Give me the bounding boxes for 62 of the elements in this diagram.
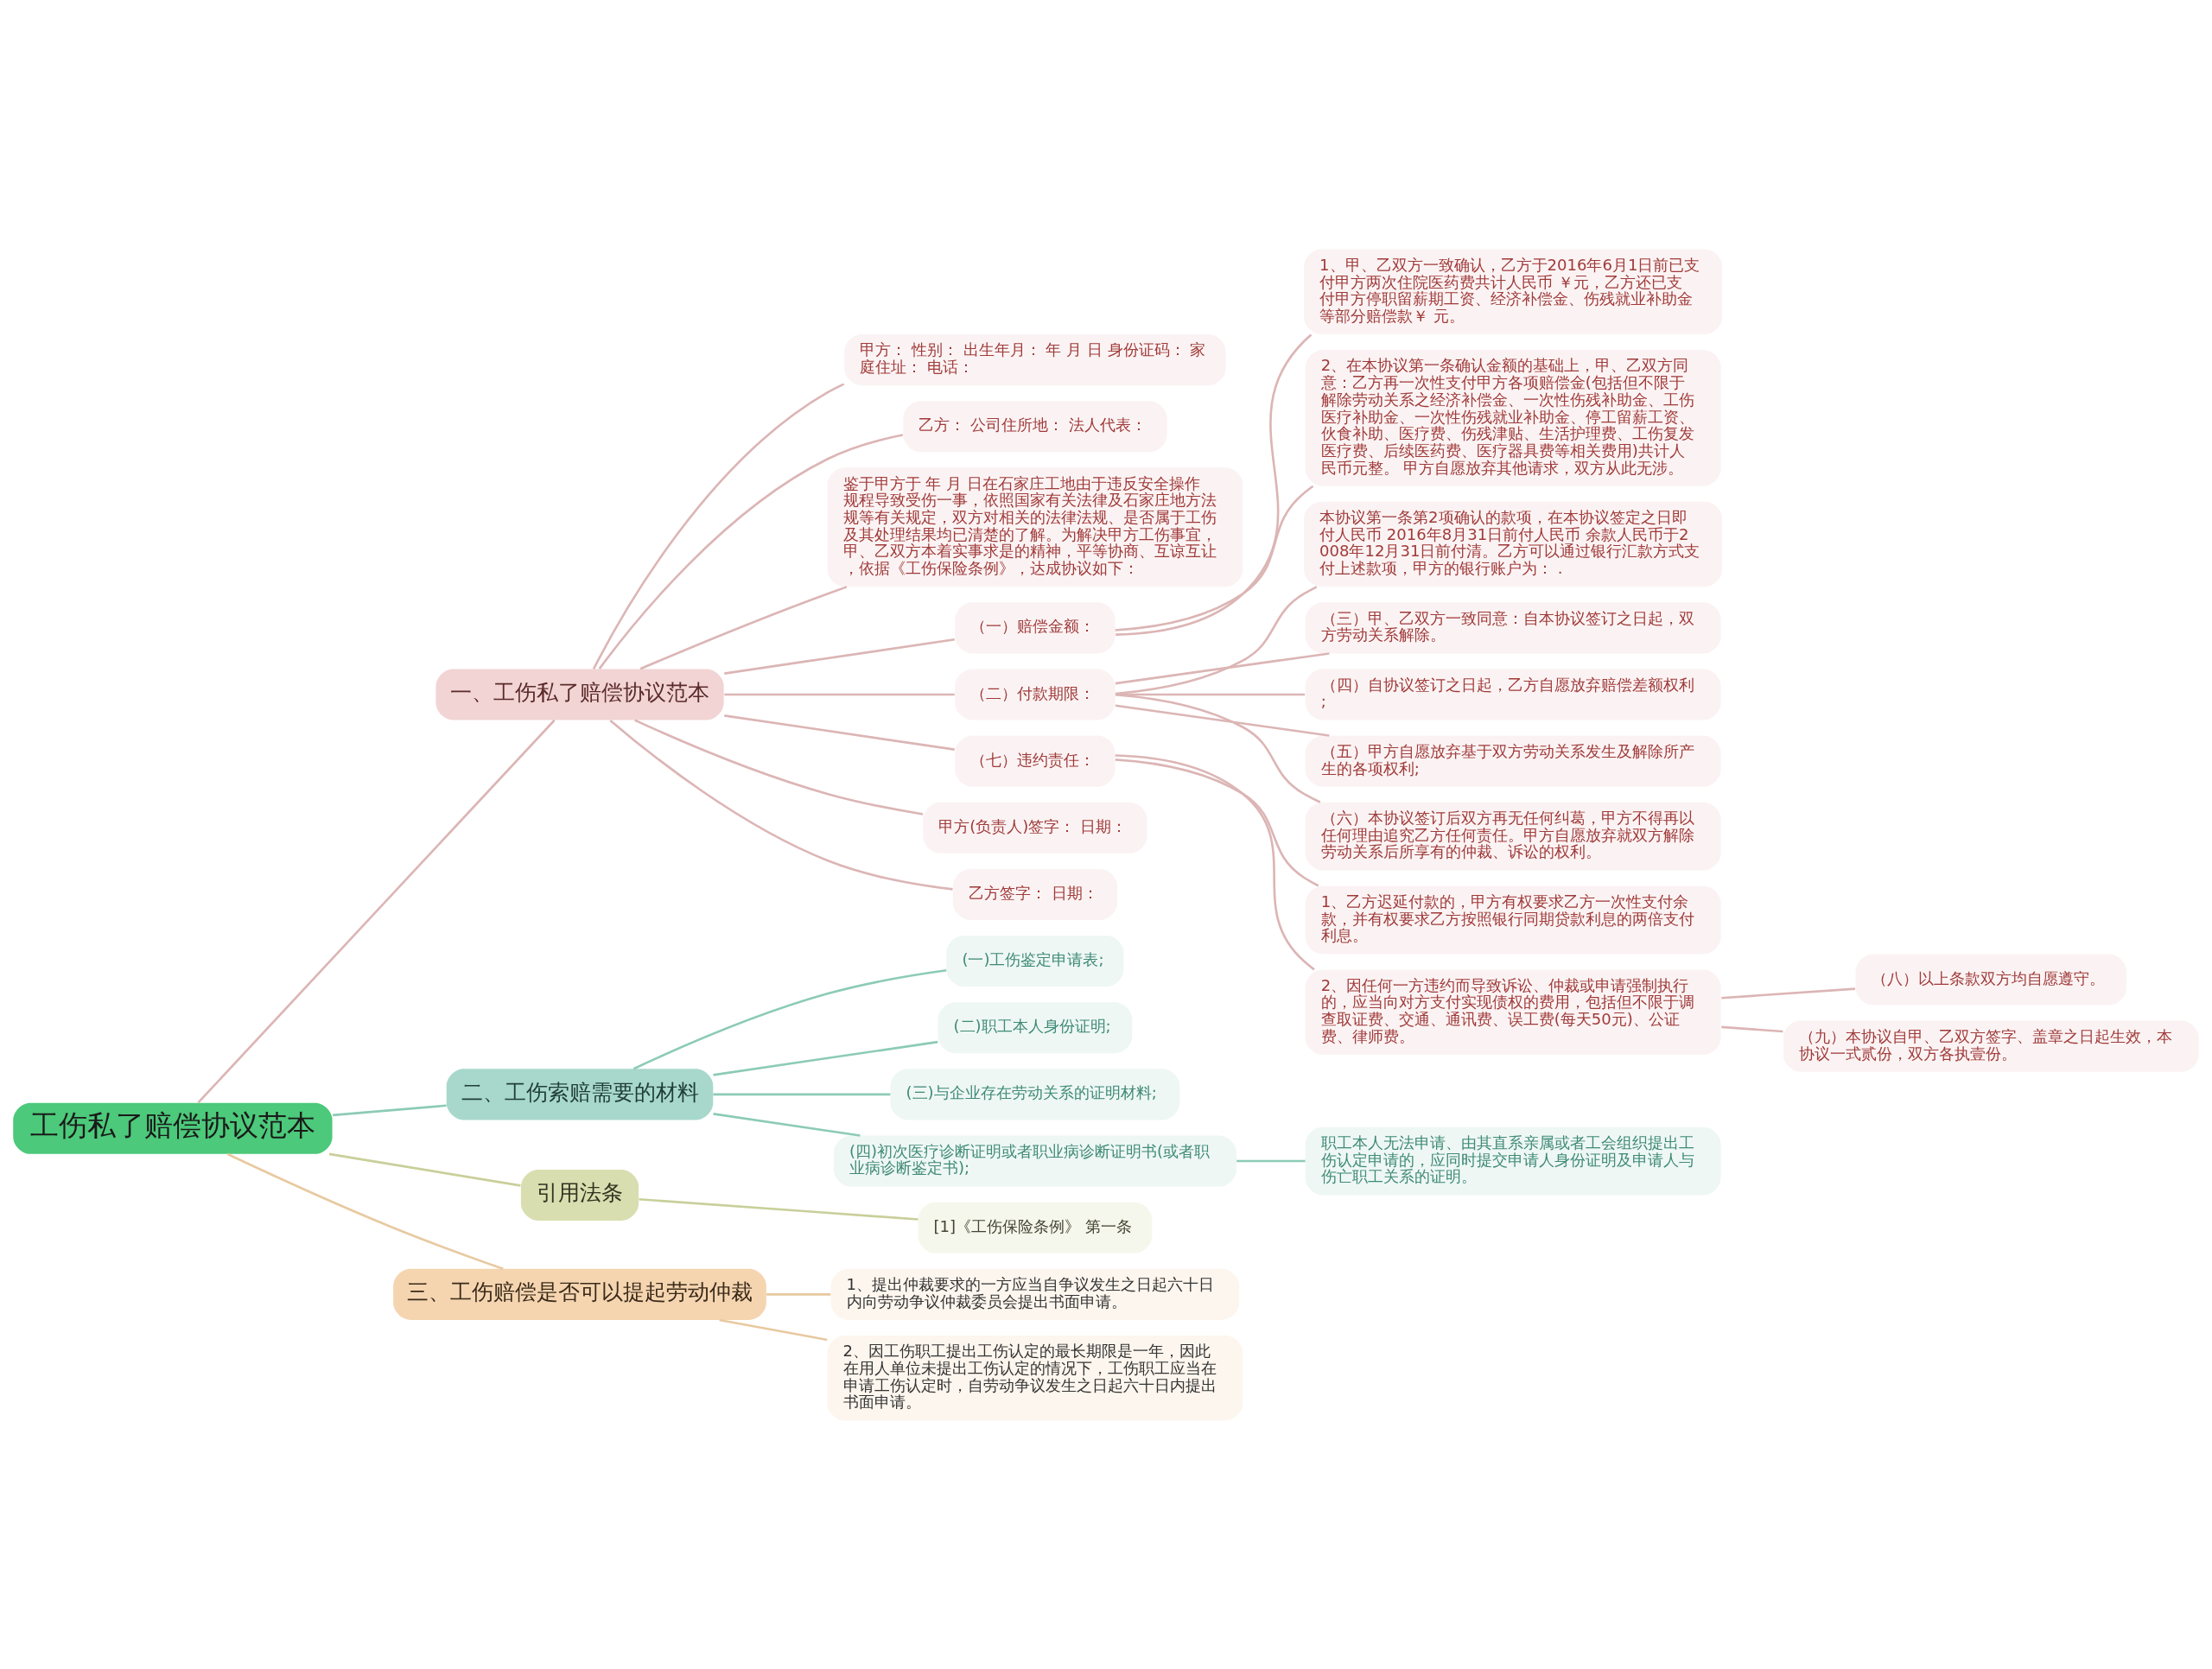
connector [1115, 758, 1319, 887]
node-box: 工伤私了赔偿协议范本 [13, 1102, 333, 1154]
node-box: 乙方： 公司住所地： 法人代表： [903, 400, 1167, 452]
node-box: （六）本协议签订后双方再无任何纠葛，甲方不得再以任何理由追究乙方任何责任。甲方自愿放弃就双方解除劳动关系后所享有的仲裁、诉讼的权利。 [1305, 802, 1721, 871]
node-box: 一、工伤私了赔偿协议范本 [435, 668, 724, 720]
node-box: （九）本协议自甲、乙双方签字、盖章之日起生效，本协议一式贰份，双方各执壹份。 [1783, 1020, 2199, 1072]
node-box: [1]《工伤保险条例》 第一条 [918, 1202, 1153, 1253]
connector [1116, 333, 1313, 636]
node-box: (三)与企业存在劳动关系的证明材料; [890, 1068, 1180, 1120]
connector [197, 719, 556, 1103]
node-box: 本协议第一条第2项确认的款项，在本协议签定之日即付人民币 2016年8月31日前付人民币 余款人民币于2008年12月31日前付清。乙方可以通过银行汇款方式支付上述款项，甲方的银行账户为： . [1304, 501, 1723, 587]
node-box: （五）甲方自愿放弃基于双方劳动关系发生及解除所产生的各项权利; [1305, 735, 1721, 787]
node-box: (一)工伤鉴定申请表; [946, 935, 1124, 987]
connector [1115, 585, 1318, 695]
connector [724, 638, 955, 675]
node-box: 鉴于甲方于 年 月 日在石家庄工地由于违反安全操作规程导致受伤一事，依照国家有关法律及石家庄地方法规等有关规定，双方对相关的法律法规、是否属于工伤及其处理结果均已清楚的了解。为解决甲方工伤事宜，甲、乙双方本着实事求是的精神，平等协商、互谅互让，依据《工伤保险条例》，达成协议如下： [827, 466, 1243, 587]
connector [634, 718, 924, 815]
connector [1115, 485, 1314, 631]
node-box: 2、因任何一方违约而导致诉讼、仲裁或申请强制执行的，应当向对方支付实现债权的费用，包括但不限于调查取证费、交通、通讯费、误工费(每天50元)、公证费、律师费。 [1305, 968, 1721, 1055]
connector [632, 968, 947, 1069]
node-box: （七）违约责任： [955, 735, 1116, 787]
connector [724, 693, 955, 695]
node-box: (二)职工本人身份证明; [938, 1001, 1133, 1053]
node-box: (四)初次医疗诊断证明或者职业病诊断证明书(或者职业病诊断鉴定书); [833, 1135, 1236, 1187]
connector [598, 433, 904, 670]
connector [713, 1093, 891, 1095]
node-box: 二、工伤索赔需要的材料 [446, 1068, 714, 1120]
node-box: 甲方(负责人)签字： 日期： [923, 802, 1147, 854]
connector [713, 1040, 938, 1076]
connector [639, 585, 848, 670]
node-box: 三、工伤赔偿是否可以提起劳动仲裁 [393, 1268, 766, 1320]
node-box: （一）赔偿金额： [955, 601, 1116, 653]
node-box: （四）自协议签订之日起，乙方自愿放弃赔偿差额权利; [1305, 668, 1721, 720]
connector [328, 1152, 521, 1187]
connector [1115, 693, 1321, 803]
node-box: （八）以上条款双方均自愿遵守。 [1855, 953, 2127, 1005]
connector [766, 1292, 831, 1296]
connector [713, 1112, 861, 1137]
connector [1115, 753, 1315, 970]
connector [1115, 704, 1330, 737]
node-box: 2、因工伤职工提出工伤认定的最长期限是一年，因此在用人单位未提出工伤认定的情况下，工伤职工应当在申请工伤认定时，自劳动争议发生之日起六十日内提出书面申请。 [827, 1335, 1243, 1420]
connector [1721, 987, 1856, 999]
node-box: 乙方签字： 日期： [952, 868, 1118, 920]
node-box: 2、在本协议第一条确认金额的基础上，甲、乙双方同意：乙方再一次性支付甲方各项赔偿金(包括但不限于解除劳动关系之经济补偿金、一次性伤残补助金、工伤医疗补助金、一次性伤残就业补助金、停工留薪工资、伙食补助、医疗费、伤残津贴、生活护理费、工伤复发医疗费、后续医药费、医疗器具费等相关费用)共计人民币元整。 甲方自愿放弃其他请求，双方从此无涉。 [1305, 349, 1721, 486]
node-box: 1、甲、乙双方一致确认，乙方于2016年6月1日前已支付甲方两次住院医药费共计人民币 ￥元，乙方还已支付甲方停职留薪期工资、经济补偿金、伤残就业补助金等部分赔偿款￥ 元。 [1304, 249, 1723, 334]
connector [592, 382, 845, 670]
node-box: 职工本人无法申请、由其直系亲属或者工会组织提出工伤认定申请的，应同时提交申请人身份证明及申请人与伤亡职工关系的证明。 [1305, 1126, 1721, 1195]
connector [719, 1318, 828, 1341]
connector [1236, 1159, 1306, 1162]
connector [609, 719, 953, 891]
node-box: 引用法条 [520, 1169, 639, 1221]
connector [226, 1152, 504, 1270]
connector [1115, 651, 1330, 684]
connector [1721, 1025, 1783, 1032]
node-box: （二）付款期限： [955, 668, 1116, 720]
connector [639, 1197, 918, 1221]
node-box: 甲方： 性别： 出生年月： 年 月 日 身份证码： 家庭住址： 电话： [844, 333, 1226, 385]
node-box: （三）甲、乙双方一致同意：自本协议签订之日起，双方劳动关系解除。 [1305, 601, 1721, 653]
node-box: 1、提出仲裁要求的一方应当自争议发生之日起六十日内向劳动争议仲裁委员会提出书面申请。 [830, 1268, 1240, 1320]
node-box: 1、乙方迟延付款的，甲方有权要求乙方一次性支付余款，并有权要求乙方按照银行同期贷款利息的两倍支付利息。 [1305, 885, 1721, 954]
connector [333, 1103, 447, 1116]
connector [724, 714, 955, 751]
